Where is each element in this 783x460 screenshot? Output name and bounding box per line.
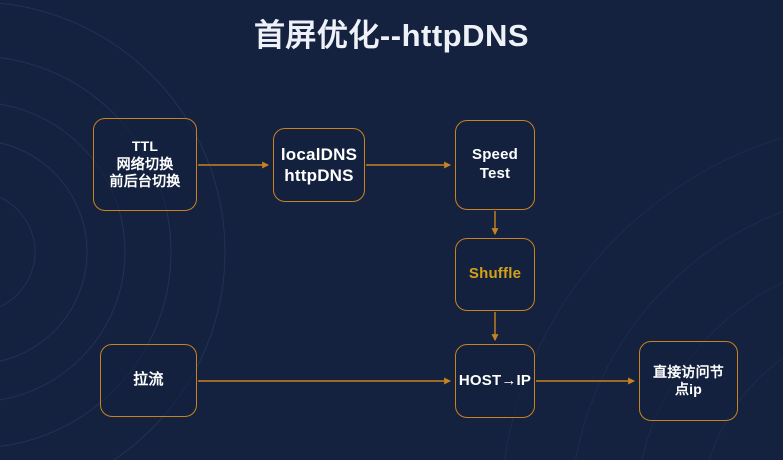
node-host-to-ip[interactable]: HOST→IP: [455, 344, 535, 418]
node-direct-access-node-ip[interactable]: 直接访问节 点ip: [639, 341, 738, 421]
node-dns-label: localDNS httpDNS: [280, 144, 358, 185]
node-shuffle-label: Shuffle: [468, 265, 522, 283]
node-speed-test[interactable]: Speed Test: [455, 120, 535, 210]
node-ttl-label: TTL 网络切换 前后台切换: [109, 138, 181, 190]
node-hostip-label: HOST→IP: [458, 371, 532, 389]
node-ttl[interactable]: TTL 网络切换 前后台切换: [93, 118, 197, 211]
node-pull-stream[interactable]: 拉流: [100, 344, 197, 417]
node-direct-label: 直接访问节 点ip: [653, 363, 724, 398]
node-shuffle[interactable]: Shuffle: [455, 238, 535, 311]
node-pull-label: 拉流: [133, 371, 164, 389]
node-speed-label: Speed Test: [471, 146, 518, 182]
node-localdns-httpdns[interactable]: localDNS httpDNS: [273, 128, 365, 202]
page-title: 首屏优化--httpDNS: [253, 18, 530, 53]
